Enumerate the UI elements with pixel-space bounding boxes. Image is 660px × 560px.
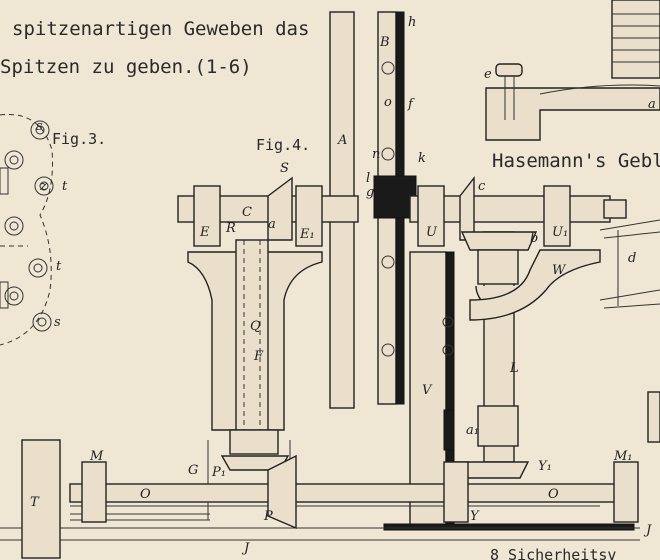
label-C: C <box>242 205 252 220</box>
part-labels: h B o f n k A S C E E₁ R a l g U c U₁ b … <box>30 15 656 556</box>
label-a: a <box>268 217 276 232</box>
label-A: A <box>337 133 347 148</box>
label-b: b <box>530 231 538 246</box>
fig-3-label: Fig.3. <box>52 130 107 148</box>
label-R: R <box>225 221 236 236</box>
label-h: h <box>408 15 416 30</box>
label-a1: a₁ <box>466 423 479 438</box>
bearings-M <box>81 461 639 523</box>
label-U: U <box>426 225 438 240</box>
label-f: f <box>407 97 415 112</box>
column-V <box>409 251 455 529</box>
lever-d <box>599 219 660 443</box>
label-Y: Y <box>470 509 480 524</box>
label-M: M <box>89 449 104 464</box>
label-M1: M₁ <box>613 449 633 464</box>
caption-line-1: spitzenartigen Geweben das <box>12 18 310 40</box>
label-L: L <box>509 361 519 376</box>
label-s: s <box>36 119 43 134</box>
label-P1: P₁ <box>211 465 226 480</box>
label-o: o <box>384 95 392 110</box>
label-W: W <box>552 263 567 278</box>
label-Y1: Y₁ <box>538 459 552 474</box>
block-T <box>21 439 61 559</box>
label-Q: Q <box>250 319 261 334</box>
label-J-right: J <box>643 523 652 538</box>
label-s-2: s <box>54 315 61 330</box>
label-B: B <box>379 35 390 50</box>
label-t-2: t <box>56 259 62 274</box>
label-e: e <box>484 67 492 82</box>
label-n: n <box>372 147 380 162</box>
label-O-right: O <box>548 487 559 502</box>
gear-P <box>267 454 297 530</box>
bearings <box>193 175 571 247</box>
label-S: S <box>280 161 289 176</box>
label-J: J <box>241 541 250 556</box>
label-g: g <box>366 185 374 200</box>
stand-frame <box>187 239 323 520</box>
label-k: k <box>418 151 426 166</box>
label-d: d <box>628 251 636 266</box>
label-V: V <box>422 383 433 398</box>
label-E: E <box>199 225 210 240</box>
label-P: P <box>263 509 273 524</box>
label-U1: U₁ <box>552 225 568 240</box>
label-l: l <box>366 171 370 186</box>
label-c: c <box>478 179 486 194</box>
label-z: z <box>39 179 47 194</box>
label-F: F <box>253 349 264 364</box>
label-T: T <box>30 495 40 510</box>
plates-B-h <box>373 11 417 405</box>
label-t: t <box>62 179 68 194</box>
hasemann-top-drawing <box>485 0 660 141</box>
shaft-L <box>454 231 538 479</box>
caption-line-2: Spitzen zu geben.(1-6) <box>0 56 252 78</box>
bottom-text-fragment: 8 Sicherheitsv <box>490 546 617 560</box>
label-G: G <box>188 463 198 478</box>
fig3-drawing <box>0 113 54 346</box>
duct-W <box>469 249 601 321</box>
label-a-top: a <box>648 97 656 112</box>
label-O: O <box>140 487 151 502</box>
hasemann-title: Hasemann's Gebl <box>492 150 660 172</box>
fig-4-label: Fig.4. <box>256 136 311 154</box>
label-E1: E₁ <box>299 227 315 242</box>
